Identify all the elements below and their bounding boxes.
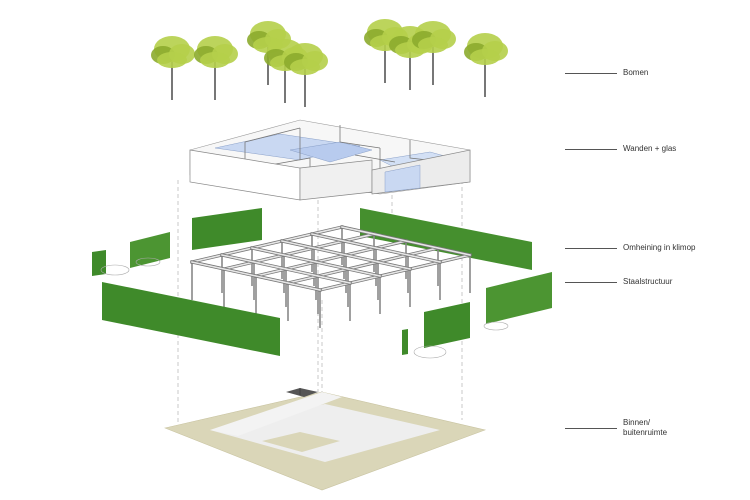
steel-beam <box>221 254 351 284</box>
ivy-panel <box>360 208 532 270</box>
leader-line-ivy-fence <box>565 248 617 249</box>
steel-beam <box>223 233 375 270</box>
inner-gravel-square <box>262 432 340 452</box>
glass-front <box>384 164 421 193</box>
stair-opening <box>286 388 318 397</box>
gate-swings <box>100 257 161 276</box>
tree-icon <box>464 33 508 97</box>
steel-beam <box>319 254 471 291</box>
steel-beam <box>255 240 407 277</box>
label-steel-structure: Staalstructuur <box>623 277 673 286</box>
label-trees: Bomen <box>623 68 649 77</box>
steel-beam <box>341 226 471 256</box>
paving-strip <box>210 392 342 436</box>
tree-icon <box>151 36 195 100</box>
ivy-panel <box>424 302 470 348</box>
tree-icon <box>284 43 328 107</box>
label-ivy-fence: Omheining in klimop <box>623 243 696 252</box>
ivy-panel <box>192 208 262 250</box>
label-inside-outside-line2: buitenruimte <box>623 428 668 437</box>
leader-line-walls-glass <box>565 149 617 150</box>
gravel-corner <box>330 453 390 472</box>
label-walls-glass: Wanden + glas <box>623 144 677 153</box>
walls-glass-layer <box>189 119 471 201</box>
leader-line-trees <box>565 73 617 74</box>
interior-partitions <box>244 125 446 178</box>
ivy-panel <box>102 282 280 356</box>
tree-icon <box>412 21 456 85</box>
tree-icon <box>194 36 238 100</box>
ground-layer <box>163 388 487 491</box>
steel-beam <box>251 247 381 277</box>
label-inside-outside-line1: Binnen/ <box>623 418 651 427</box>
ivy-panel <box>486 272 552 324</box>
glass-area <box>289 141 373 163</box>
ivy-fence-back <box>92 208 532 276</box>
gate-swings <box>413 321 509 359</box>
steel-beam <box>191 226 343 263</box>
steel-beam <box>287 247 439 284</box>
trees-layer <box>151 19 508 107</box>
ivy-fence-front <box>102 272 552 359</box>
ivy-panel <box>402 329 408 355</box>
steel-beam <box>281 240 411 270</box>
steel-structure-layer <box>190 225 472 328</box>
steel-beam <box>191 261 321 291</box>
steel-beam <box>311 233 441 263</box>
ivy-panel <box>92 250 106 276</box>
leader-line-inside-outside <box>565 428 617 429</box>
leader-line-steel-structure <box>565 282 617 283</box>
